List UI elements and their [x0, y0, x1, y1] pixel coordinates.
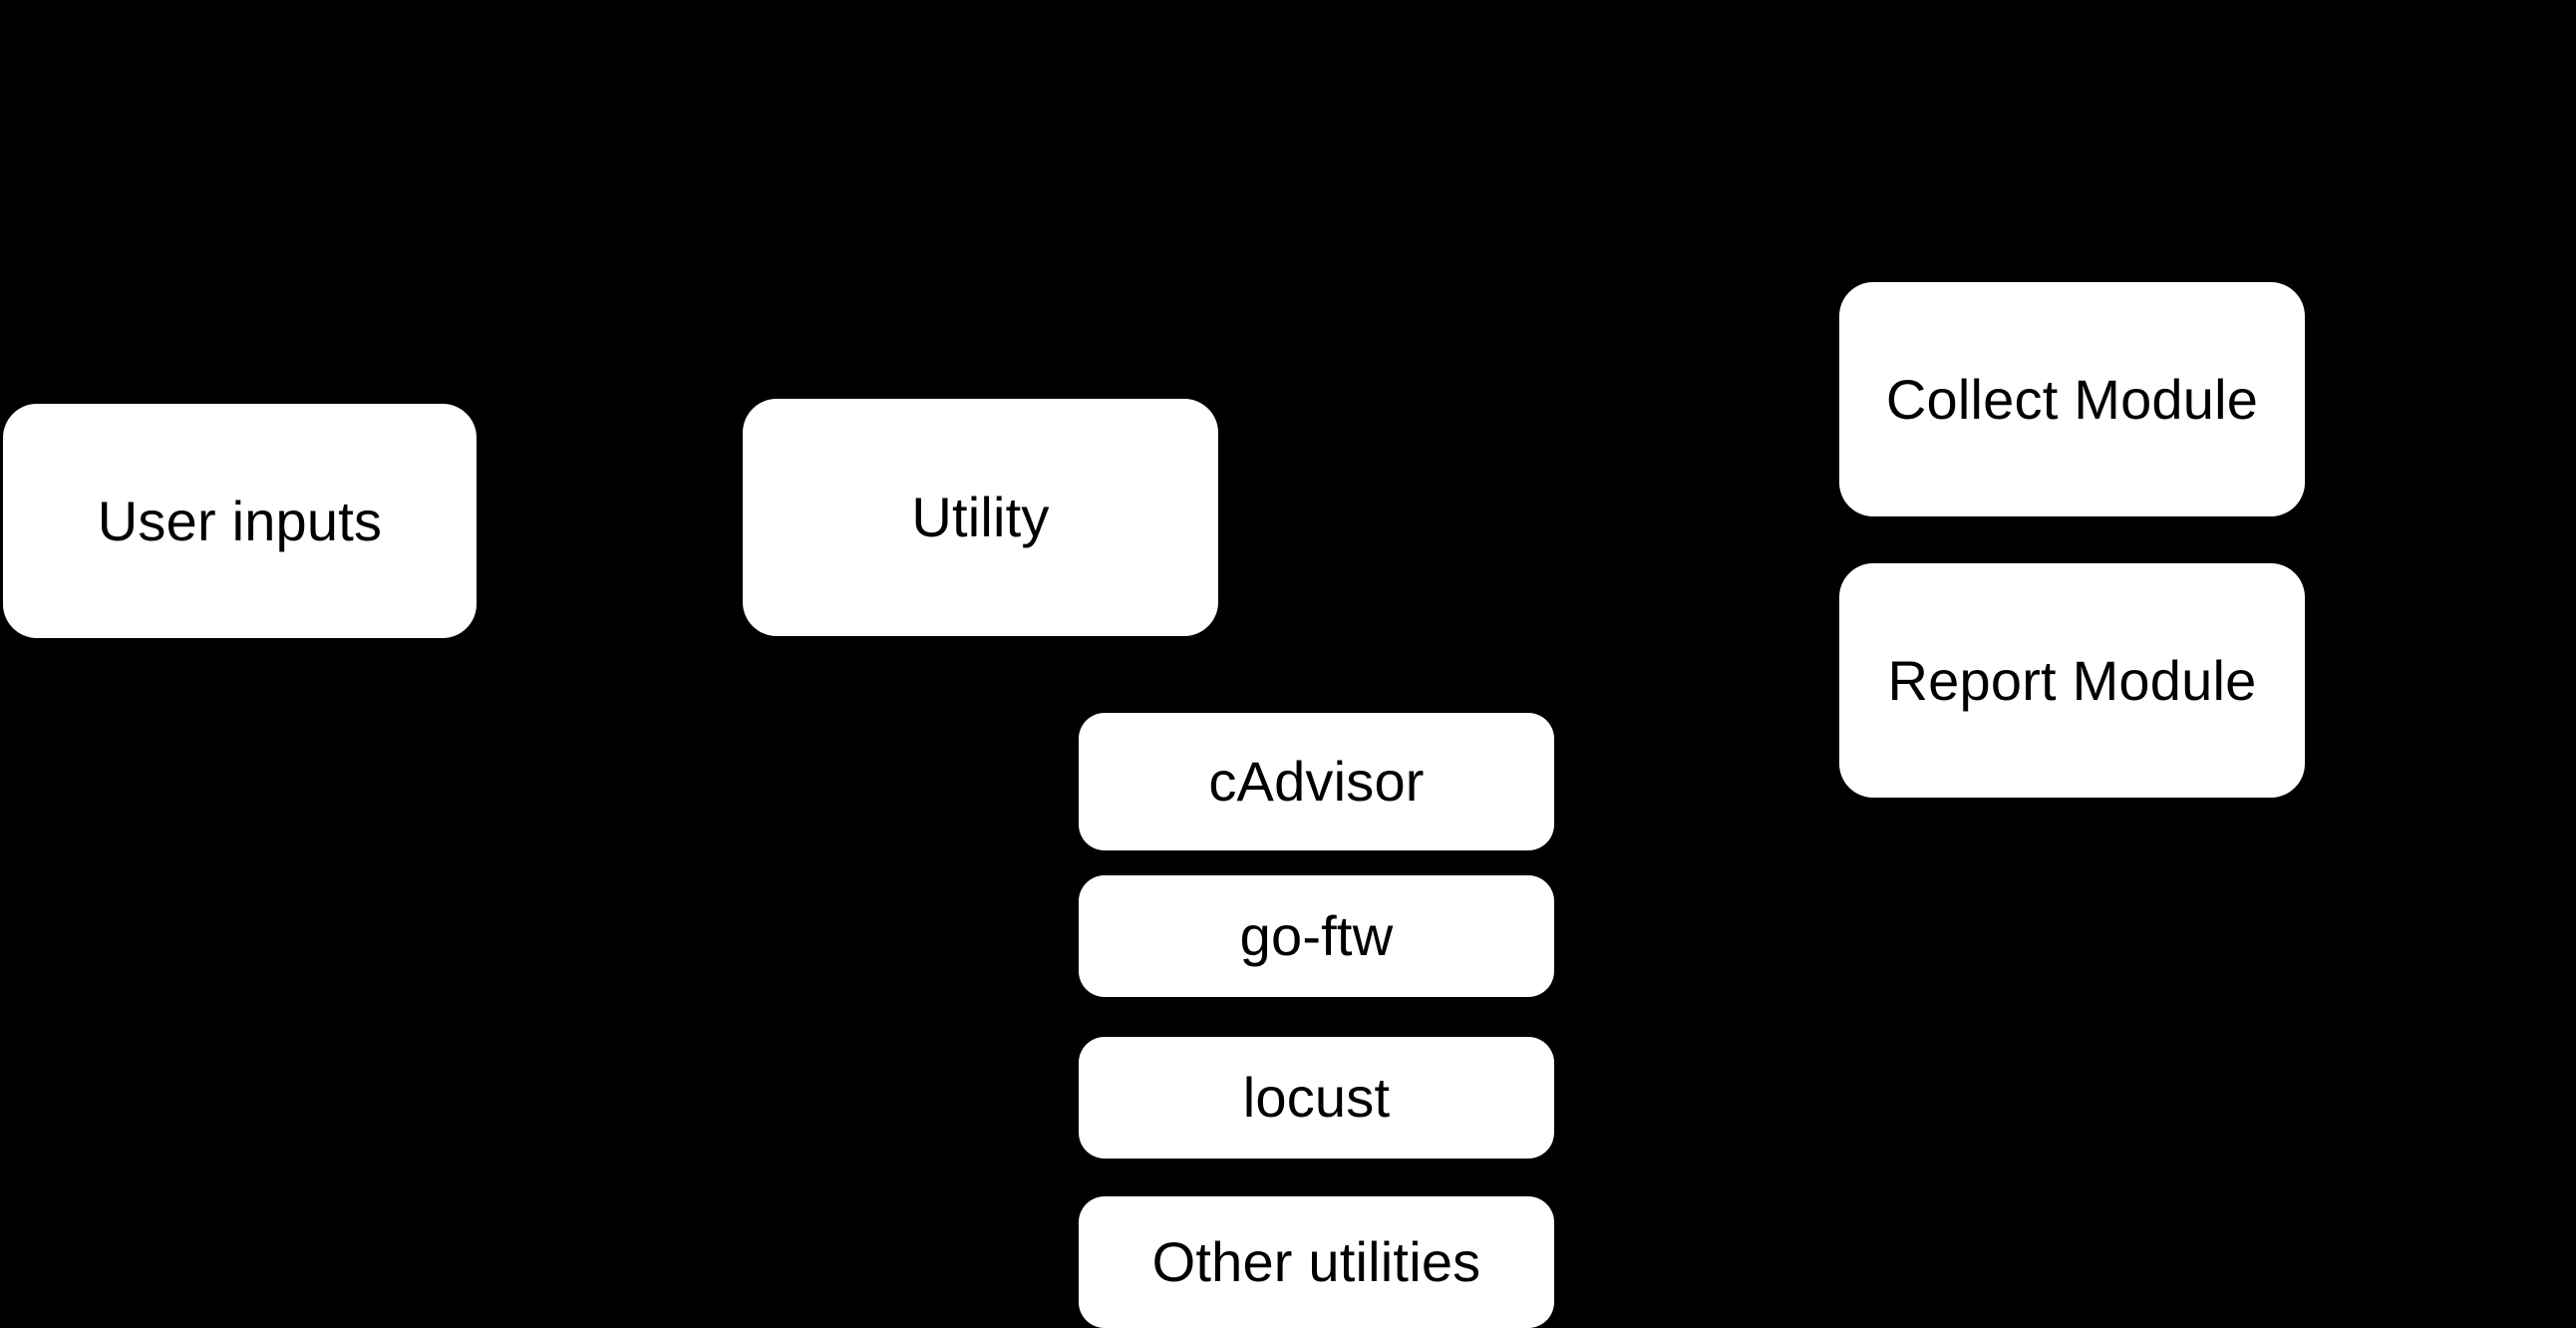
node-label: User inputs [97, 489, 383, 552]
node-label: Other utilities [1151, 1230, 1481, 1294]
node-label: Report Module [1887, 648, 2257, 712]
node-user-inputs[interactable]: User inputs [3, 404, 477, 638]
node-collect-module[interactable]: Collect Module [1839, 282, 2305, 516]
node-label: Collect Module [1885, 367, 2259, 431]
node-cadvisor[interactable]: cAdvisor [1079, 713, 1554, 850]
node-label: locust [1242, 1066, 1391, 1130]
node-label: go-ftw [1239, 904, 1394, 968]
node-label: cAdvisor [1208, 750, 1425, 814]
node-locust[interactable]: locust [1079, 1037, 1554, 1159]
node-other-utilities[interactable]: Other utilities [1079, 1196, 1554, 1328]
node-label: Utility [911, 486, 1050, 549]
node-go-ftw[interactable]: go-ftw [1079, 875, 1554, 997]
node-utility[interactable]: Utility [743, 399, 1218, 636]
node-report-module[interactable]: Report Module [1839, 563, 2305, 798]
